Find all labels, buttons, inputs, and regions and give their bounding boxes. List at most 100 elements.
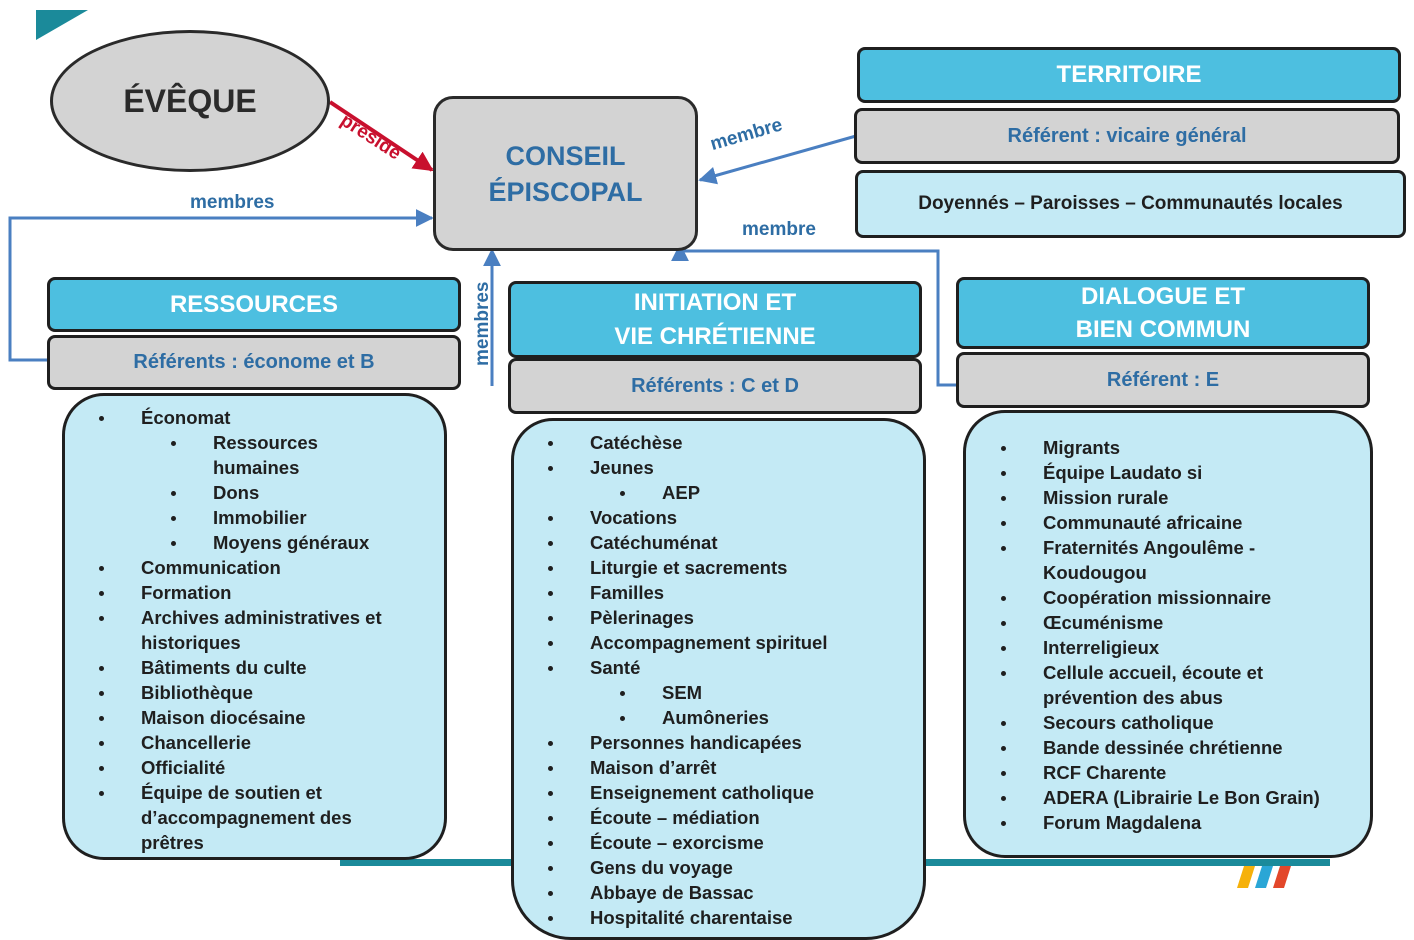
territoire-referent-text: Référent : vicaire général [1007, 124, 1247, 147]
dialogue-list-item: prévention des abus [1043, 687, 1223, 708]
initiation-list-item: Jeunes [590, 457, 654, 478]
list-bullet [99, 666, 104, 671]
list-bullet [548, 841, 553, 846]
dialogue-list-item: Mission rurale [1043, 487, 1169, 508]
list-bullet [1001, 721, 1006, 726]
list-bullet [99, 566, 104, 571]
dialogue-list-item: Coopération missionnaire [1043, 587, 1272, 608]
ressources-list-item: Bibliothèque [141, 682, 254, 703]
list-bullet [171, 516, 176, 521]
ressources-title: RESSOURCES [169, 290, 339, 318]
dialogue-header: DIALOGUE ET BIEN COMMUN [956, 277, 1370, 349]
dialogue-list-item: Équipe Laudato si [1043, 462, 1203, 483]
list-bullet [548, 766, 553, 771]
ressources-list-item: Archives administratives et [141, 607, 382, 628]
dialogue-list-item: Communauté africaine [1043, 512, 1243, 533]
dialogue-list-item: ADERA (Librairie Le Bon Grain) [1043, 787, 1320, 808]
list-bullet [548, 441, 553, 446]
dialogue-list-item: Migrants [1043, 437, 1121, 458]
list-bullet [1001, 771, 1006, 776]
ressources-list-item: Officialité [141, 757, 226, 778]
list-bullet [548, 541, 553, 546]
territoire-content: Doyennés – Paroisses – Communautés local… [855, 170, 1406, 238]
ressources-list-item: Formation [141, 582, 232, 603]
initiation-title-line2: VIE CHRÉTIENNE [614, 322, 816, 350]
ressources-list-item: humaines [213, 457, 300, 478]
initiation-list-item: Familles [590, 582, 665, 603]
dialogue-list-item: Bande dessinée chrétienne [1043, 737, 1283, 758]
dialogue-list-item: Œcuménisme [1043, 612, 1164, 633]
dialogue-list-item: Interreligieux [1043, 637, 1160, 658]
initiation-list-item: Pèlerinages [590, 607, 694, 628]
list-bullet [99, 716, 104, 721]
list-bullet [1001, 746, 1006, 751]
territoire-referent: Référent : vicaire général [854, 108, 1400, 164]
initiation-list-item: Catéchuménat [590, 532, 718, 553]
list-bullet [548, 666, 553, 671]
membres-label-left: membres [190, 192, 275, 213]
list-bullet [1001, 671, 1006, 676]
membres-arrow-ressources [8, 209, 434, 362]
initiation-list-item: Vocations [590, 507, 678, 528]
initiation-list-item: Écoute – exorcisme [590, 832, 764, 853]
preside-arrow [328, 100, 434, 172]
ressources-header: RESSOURCES [47, 277, 461, 332]
initiation-title-line1: INITIATION ET [633, 288, 797, 316]
membre-arrow-territoire [698, 134, 857, 185]
list-bullet [548, 641, 553, 646]
ressources-list-item: Maison diocésaine [141, 707, 306, 728]
dialogue-list-item: Koudougou [1043, 562, 1147, 583]
list-bullet [548, 916, 553, 921]
dialogue-referent: Référent : E [956, 352, 1370, 408]
list-bullet [99, 766, 104, 771]
territoire-content-text: Doyennés – Paroisses – Communautés local… [918, 193, 1343, 214]
eveque-label: ÉVÊQUE [123, 82, 257, 119]
list-bullet [1001, 621, 1006, 626]
initiation-list-item: Personnes handicapées [590, 732, 802, 753]
initiation-list-item: Hospitalité charentaise [590, 907, 793, 928]
membre-label-dialogue: membre [742, 219, 816, 240]
territoire-title: TERRITOIRE [1056, 61, 1202, 88]
ressources-list-item: Équipe de soutien et [141, 782, 322, 803]
ressources-list-item: historiques [141, 632, 241, 653]
list-bullet [1001, 496, 1006, 501]
initiation-referent-text: Référents : C et D [631, 374, 799, 397]
list-bullet [1001, 521, 1006, 526]
list-bullet [548, 816, 553, 821]
ressources-list-item: Économat [141, 407, 231, 428]
conseil-episcopal-node: CONSEIL ÉPISCOPAL [433, 96, 698, 251]
list-bullet [99, 741, 104, 746]
ressources-list-item: Ressources [213, 432, 318, 453]
list-bullet [548, 741, 553, 746]
ressources-list-item: Chancellerie [141, 732, 252, 753]
initiation-list-item: Maison d’arrêt [590, 757, 717, 778]
initiation-list-item: Catéchèse [590, 432, 683, 453]
ressources-list-item: Bâtiments du culte [141, 657, 307, 678]
dialogue-title-line2: BIEN COMMUN [1075, 316, 1251, 343]
list-bullet [548, 466, 553, 471]
ressources-list-item: Moyens généraux [213, 532, 370, 553]
ressources-list-item: Immobilier [213, 507, 307, 528]
initiation-referent: Référents : C et D [508, 358, 922, 414]
list-bullet [1001, 471, 1006, 476]
logo-stripes [1237, 866, 1291, 888]
list-bullet [1001, 821, 1006, 826]
eveque-node: ÉVÊQUE [50, 30, 330, 172]
list-bullet [171, 541, 176, 546]
list-bullet [548, 866, 553, 871]
list-bullet [99, 616, 104, 621]
conseil-line1: CONSEIL [505, 140, 626, 171]
ressources-list-item: d’accompagnement des [141, 807, 352, 828]
membres-label-vertical: membres [472, 281, 493, 367]
list-bullet [1001, 446, 1006, 451]
list-bullet [620, 716, 625, 721]
list-bullet [1001, 646, 1006, 651]
initiation-list-item: Santé [590, 657, 641, 678]
initiation-list-item: Gens du voyage [590, 857, 733, 878]
dialogue-title-line1: DIALOGUE ET [1080, 283, 1245, 310]
list-bullet [548, 566, 553, 571]
ressources-referent-text: Référents : économe et B [133, 351, 375, 373]
initiation-list-item: AEP [662, 482, 701, 503]
